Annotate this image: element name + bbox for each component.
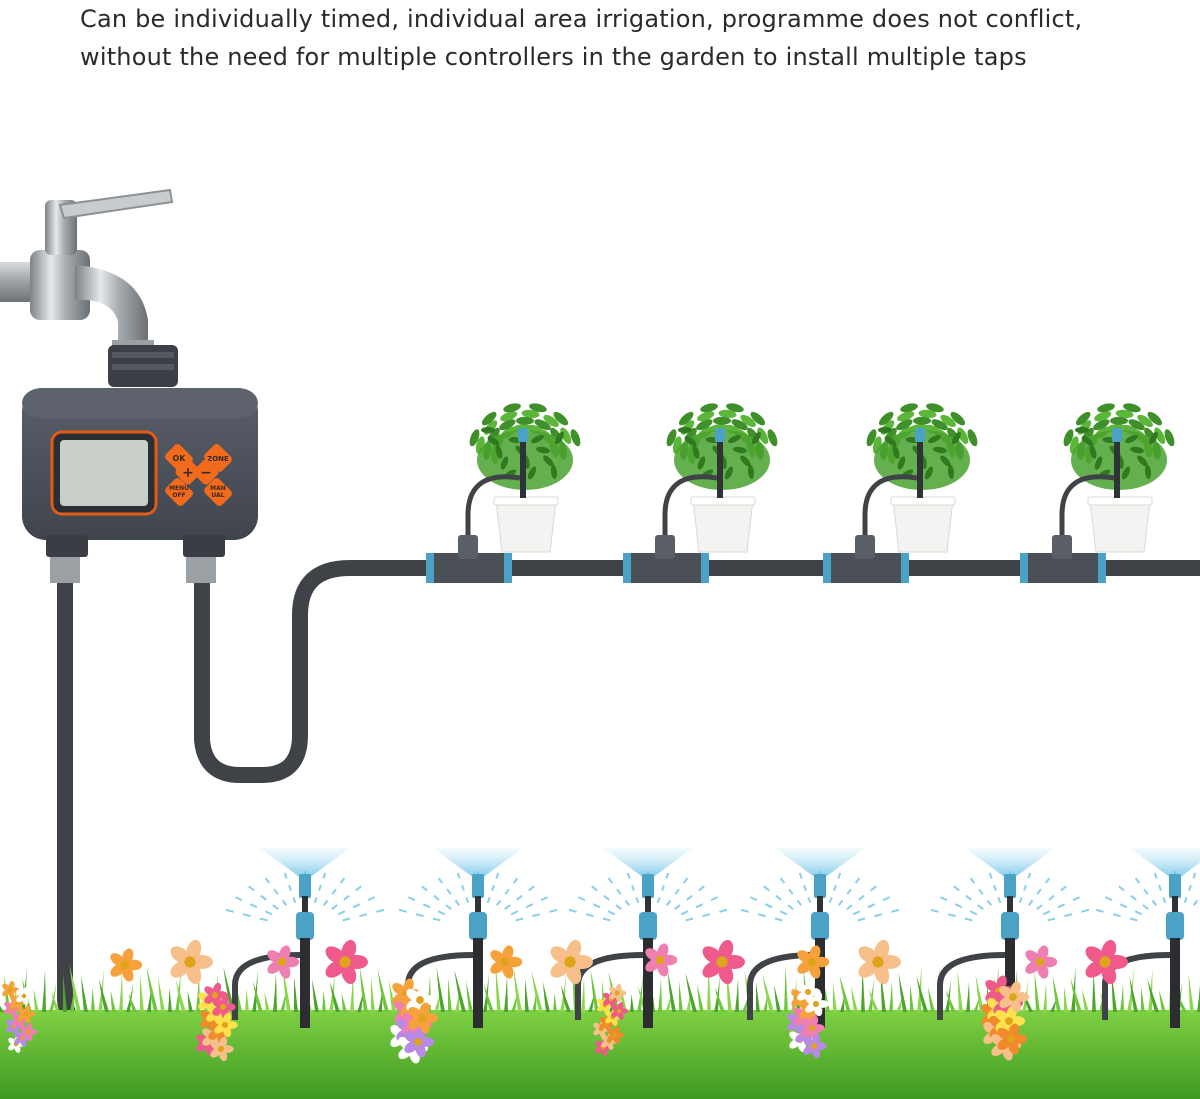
flower-icon bbox=[110, 948, 143, 982]
button-minus[interactable]: − bbox=[192, 458, 220, 486]
potted-plant-icon bbox=[1059, 403, 1175, 553]
flower-icon bbox=[999, 981, 1030, 1013]
tee-connector bbox=[426, 535, 512, 583]
caption-line-1: Can be individually timed, individual ar… bbox=[80, 5, 1083, 33]
flower-icon bbox=[170, 939, 213, 985]
button-menu-off[interactable]: MENU OFF bbox=[163, 476, 194, 507]
potted-plant-icon bbox=[862, 403, 978, 553]
sprinkler-icon bbox=[930, 848, 1090, 1028]
flower-icon bbox=[214, 1012, 238, 1038]
potted-plant-icon bbox=[662, 403, 778, 553]
button-plus[interactable]: + bbox=[174, 458, 202, 486]
flower-icon bbox=[997, 1023, 1028, 1055]
svg-text:OFF: OFF bbox=[172, 492, 185, 499]
tee-connector bbox=[623, 535, 709, 583]
sprinkler-icon bbox=[1095, 848, 1200, 1028]
sprinkler-icon bbox=[225, 848, 385, 1028]
svg-text:−: − bbox=[200, 465, 212, 481]
tee-connector bbox=[823, 535, 909, 583]
flower-icon bbox=[490, 945, 523, 979]
flower-icon bbox=[212, 994, 236, 1020]
irrigation-controller: OK ZONE + − MENU OFF MAN UAL bbox=[22, 345, 258, 583]
flower-icon bbox=[702, 939, 745, 985]
flower-icon bbox=[20, 1023, 38, 1041]
caption: Can be individually timed, individual ar… bbox=[80, 0, 1180, 76]
svg-text:MAN: MAN bbox=[210, 485, 226, 492]
flower-icon bbox=[607, 1026, 625, 1044]
flower-icon bbox=[803, 1033, 827, 1059]
flower-icon bbox=[797, 945, 830, 979]
svg-text:ZONE: ZONE bbox=[207, 455, 229, 463]
flower-icon bbox=[611, 1002, 629, 1020]
flower-icon bbox=[325, 939, 368, 985]
flower-icon bbox=[16, 987, 34, 1005]
sprinkler-icon bbox=[740, 848, 900, 1028]
svg-text:OK: OK bbox=[173, 454, 187, 463]
flower-icon bbox=[210, 1036, 234, 1062]
flower-icon bbox=[1025, 945, 1058, 979]
svg-text:UAL: UAL bbox=[211, 492, 224, 499]
button-manual[interactable]: MAN UAL bbox=[202, 476, 233, 507]
svg-text:+: + bbox=[182, 465, 194, 481]
flower-icon bbox=[801, 1015, 825, 1041]
flower-icon bbox=[858, 939, 901, 985]
caption-line-2: without the need for multiple controller… bbox=[80, 43, 1027, 71]
flowers bbox=[2, 939, 1128, 1064]
flower-icon bbox=[408, 1002, 439, 1034]
faucet-icon bbox=[0, 188, 174, 354]
flower-icon bbox=[645, 943, 678, 977]
svg-text:MENU: MENU bbox=[169, 485, 189, 492]
lcd-screen bbox=[60, 440, 148, 506]
flower-icon bbox=[1085, 939, 1128, 985]
potted-plant-icon bbox=[465, 403, 581, 553]
flower-icon bbox=[267, 945, 300, 979]
potted-plants bbox=[426, 403, 1175, 583]
flower-icon bbox=[18, 1005, 36, 1023]
tee-connector bbox=[1020, 535, 1106, 583]
flower-icon bbox=[550, 939, 593, 985]
flower-icon bbox=[609, 984, 627, 1002]
flower-icon bbox=[4, 999, 22, 1017]
flower-icon bbox=[805, 991, 829, 1017]
